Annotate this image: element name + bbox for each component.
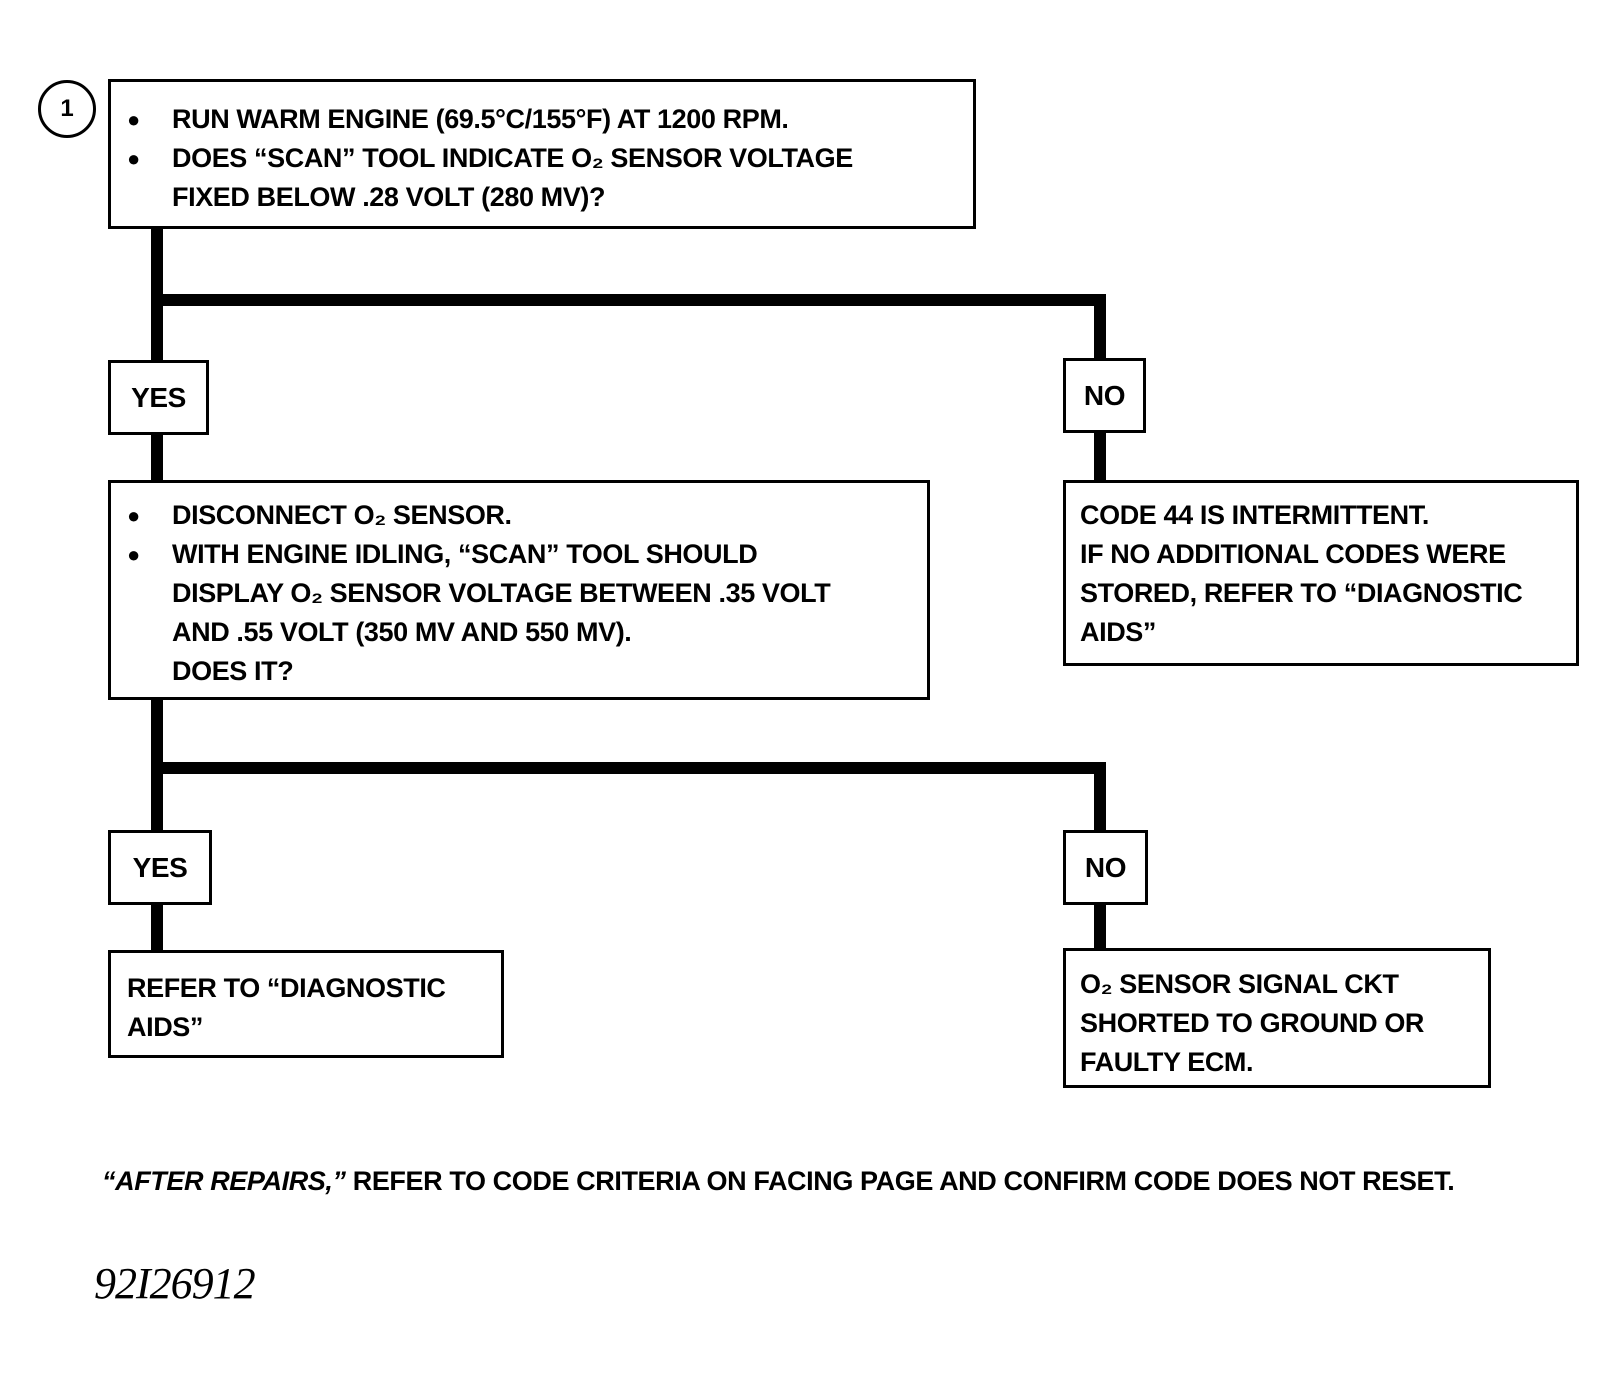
text-line: AND .55 VOLT (350 mV AND 550 mV). [172,617,632,647]
outcome-intermittent-box: CODE 44 IS INTERMITTENT. IF NO ADDITIONA… [1063,480,1579,666]
text-line: DISCONNECT O₂ SENSOR. [172,500,512,530]
step-1-bullet-2: DOES “SCAN” TOOL INDICATE O₂ SENSOR VOLT… [111,139,973,217]
step-1-box: RUN WARM ENGINE (69.5°C/155°F) AT 1200 R… [108,79,976,229]
branch-label: YES [131,382,186,413]
step-2-box: DISCONNECT O₂ SENSOR. WITH ENGINE IDLING… [108,480,930,700]
outcome-diagnostic-aids-box: REFER TO “DIAGNOSTIC AIDS” [108,950,504,1058]
text-line: FIXED BELOW .28 VOLT (280 mV)? [172,182,606,212]
text-line: IF NO ADDITIONAL CODES WERE [1080,539,1506,569]
step-2-bullet-1: DISCONNECT O₂ SENSOR. [111,496,927,535]
branch-yes-2: YES [108,830,212,905]
branch-label: NO [1084,852,1127,883]
step-1-bullet-1: RUN WARM ENGINE (69.5°C/155°F) AT 1200 R… [111,100,973,139]
text-line: DOES IT? [172,656,294,686]
text-line: DISPLAY O₂ SENSOR VOLTAGE BETWEEN .35 VO… [172,578,831,608]
text-line: STORED, REFER TO “DIAGNOSTIC [1080,578,1523,608]
step-number-badge: 1 [38,80,96,138]
text-line: O₂ SENSOR SIGNAL CKT [1080,969,1399,999]
branch-no-1: NO [1063,358,1146,433]
text-line: CODE 44 IS INTERMITTENT. [1080,500,1429,530]
step-number: 1 [60,95,74,122]
text-line: WITH ENGINE IDLING, “SCAN” TOOL SHOULD [172,539,758,569]
text-line: SHORTED TO GROUND OR [1080,1008,1425,1038]
branch-yes-1: YES [108,360,209,435]
outcome-shorted-ckt-box: O₂ SENSOR SIGNAL CKT SHORTED TO GROUND O… [1063,948,1491,1088]
step-2-bullet-2: WITH ENGINE IDLING, “SCAN” TOOL SHOULD D… [111,535,927,691]
text-line: FAULTY ECM. [1080,1047,1254,1077]
branch-label: YES [132,852,188,883]
after-repairs-footnote: “AFTER REPAIRS,” REFER TO CODE CRITERIA … [102,1166,1455,1197]
text-line: AIDS” [1080,617,1157,647]
text-line: AIDS” [127,1012,204,1042]
text-line: RUN WARM ENGINE (69.5°C/155°F) AT 1200 R… [172,104,789,134]
connector-step2-to-no [151,762,1106,836]
text-line: DOES “SCAN” TOOL INDICATE O₂ SENSOR VOLT… [172,143,853,173]
text-line: REFER TO “DIAGNOSTIC [127,973,446,1003]
footnote-text: REFER TO CODE CRITERIA ON FACING PAGE AN… [345,1166,1455,1196]
connector-step1-to-no [151,294,1106,364]
footnote-emphasis: “AFTER REPAIRS,” [102,1166,346,1196]
branch-label: NO [1083,380,1126,411]
branch-no-2: NO [1063,830,1148,905]
figure-id: 92I26912 [94,1259,256,1308]
